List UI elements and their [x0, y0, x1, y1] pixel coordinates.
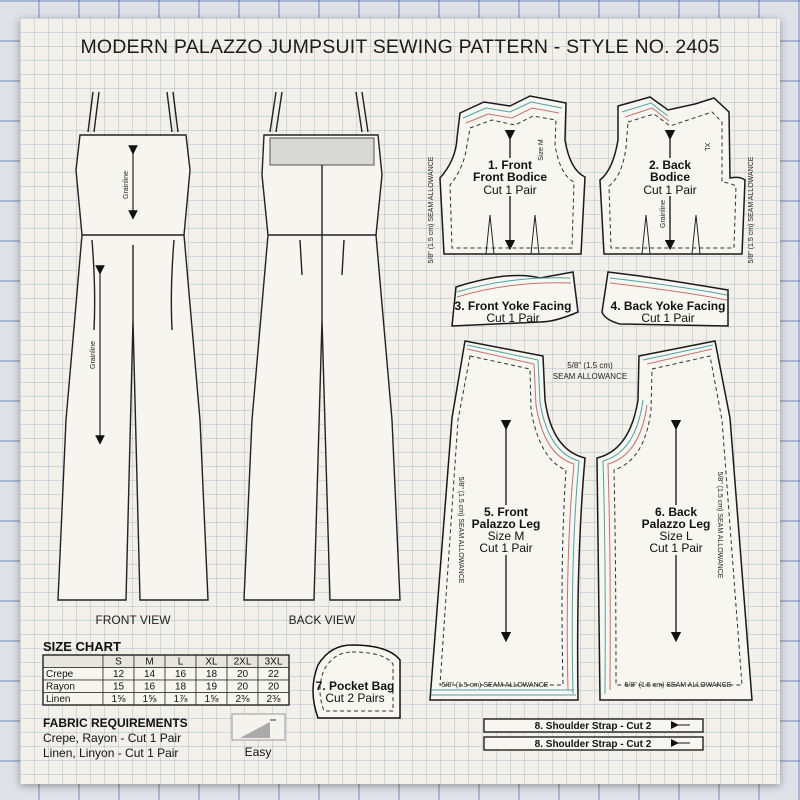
size-chart-header: M	[145, 657, 153, 668]
page-title: MODERN PALAZZO JUMPSUIT SEWING PATTERN -…	[80, 36, 719, 58]
piece-front-yoke-facing	[451, 271, 579, 327]
piece-2-number: 2. Back	[649, 158, 691, 172]
piece-5-hem-seam-note: 5/8" (1.5 cm) SEAM ALLOWANCE	[442, 682, 549, 689]
piece-3-cut: Cut 1 Pair	[486, 311, 539, 325]
piece-2-name: Bodice	[650, 170, 690, 184]
size-chart-value: 1⅝	[112, 694, 127, 705]
piece-shoulder-strap-1	[483, 718, 704, 733]
difficulty-label: Easy	[245, 745, 272, 759]
piece-6-cut: Cut 1 Pair	[649, 541, 702, 555]
piece-5-size: Size M	[488, 529, 525, 543]
size-chart-value: 18	[206, 669, 218, 680]
piece-5-cut: Cut 1 Pair	[479, 541, 532, 555]
size-chart-header: S	[115, 657, 122, 668]
size-chart-value: 16	[144, 682, 156, 693]
size-chart-value: 15	[113, 682, 125, 693]
piece-shoulder-strap-2	[483, 736, 704, 751]
size-chart-value: 20	[237, 669, 249, 680]
size-chart-title: SIZE CHART	[43, 639, 121, 654]
piece-5-side-seam-note: 5/8" (1.5 cm) SEAM ALLOWANCE	[457, 477, 464, 584]
piece-4-name: 4. Back Yoke Facing	[611, 299, 726, 313]
size-chart-value: 19	[206, 682, 218, 693]
back-view-illustration	[243, 91, 401, 601]
size-chart-value: 18	[175, 682, 187, 693]
piece-1-seam-note: 5/8" (1.5 cm) SEAM ALLOWANCE	[428, 156, 435, 263]
piece-6-name: Palazzo Leg	[642, 517, 711, 531]
piece-4-cut: Cut 1 Pair	[641, 311, 694, 325]
piece-8-strap-label: 8. Shoulder Strap - Cut 2	[535, 739, 652, 750]
difficulty-icon	[231, 713, 286, 741]
size-chart-value: 22	[268, 669, 280, 680]
piece-pocket-bag	[312, 644, 401, 719]
piece-6-hem-seam-note: 5/8" (1.5 cm) SEAM ALLOWANCE	[625, 682, 732, 689]
size-chart-value: 14	[144, 669, 156, 680]
piece-5-number: 5. Front	[484, 505, 528, 519]
size-chart-value: Crepe	[46, 669, 74, 680]
size-chart-header: XL	[205, 657, 218, 668]
size-chart-value: 2⅜	[267, 694, 282, 705]
piece-6-number: 6. Back	[655, 505, 697, 519]
size-chart-value: 1⅞	[174, 694, 189, 705]
piece-2-size-mark: XL	[703, 143, 710, 152]
size-chart-value: Rayon	[46, 682, 75, 693]
piece-7-cut: Cut 2 Pairs	[325, 691, 384, 705]
size-chart-value: Linen	[46, 694, 70, 705]
back-view-label: BACK VIEW	[289, 613, 356, 627]
center-seam-allowance-line2: SEAM ALLOWANCE	[553, 372, 627, 381]
piece-1-cut: Cut 1 Pair	[483, 183, 536, 197]
piece-6-side-seam-note: 5/8" (1.5 cm) SEAM ALLOWANCE	[716, 472, 723, 579]
size-chart-border	[42, 654, 290, 706]
grainline-label: Grainline	[123, 171, 130, 199]
center-seam-allowance-line1: 5/8" (1.5 cm)	[567, 361, 613, 370]
piece-8-strap-label: 8. Shoulder Strap - Cut 2	[535, 721, 652, 732]
piece-5-name: Palazzo Leg	[472, 517, 541, 531]
fabric-requirement-line: Crepe, Rayon - Cut 1 Pair	[43, 731, 181, 745]
piece-1-size-mark: Size M	[538, 139, 545, 161]
size-chart-value: 12	[113, 669, 125, 680]
grainline-label: Grainline	[90, 341, 97, 369]
piece-1-number: 1. Front	[488, 158, 532, 172]
front-view-label: FRONT VIEW	[95, 613, 171, 627]
piece-2-grainline: Grainline	[660, 200, 667, 228]
size-chart-value: 2⅜	[236, 694, 251, 705]
piece-2-seam-note: 5/8" (1.5 cm) SEAM ALLOWANCE	[748, 156, 755, 263]
piece-2-cut: Cut 1 Pair	[643, 183, 696, 197]
fabric-requirements-title: FABRIC REQUIREMENTS	[43, 716, 188, 730]
piece-3-name: 3. Front Yoke Facing	[455, 299, 572, 313]
piece-7-name: 7. Pocket Bag	[316, 679, 395, 693]
size-chart-value: 20	[237, 682, 249, 693]
piece-6-size: Size L	[659, 529, 693, 543]
piece-back-yoke-facing	[601, 271, 729, 327]
size-chart-header: 3XL	[265, 657, 283, 668]
size-chart-header: L	[178, 657, 184, 668]
size-chart-value: 16	[175, 669, 187, 680]
size-chart-header: 2XL	[234, 657, 252, 668]
fabric-requirement-line: Linen, Linyon - Cut 1 Pair	[43, 746, 178, 760]
piece-1-name: Front Bodice	[473, 170, 547, 184]
size-chart-header-cell	[42, 654, 104, 668]
size-chart-value: 20	[268, 682, 280, 693]
size-chart-value: 1⅝	[205, 694, 220, 705]
size-chart-value: 1⅝	[143, 694, 158, 705]
front-view-illustration	[57, 91, 209, 601]
